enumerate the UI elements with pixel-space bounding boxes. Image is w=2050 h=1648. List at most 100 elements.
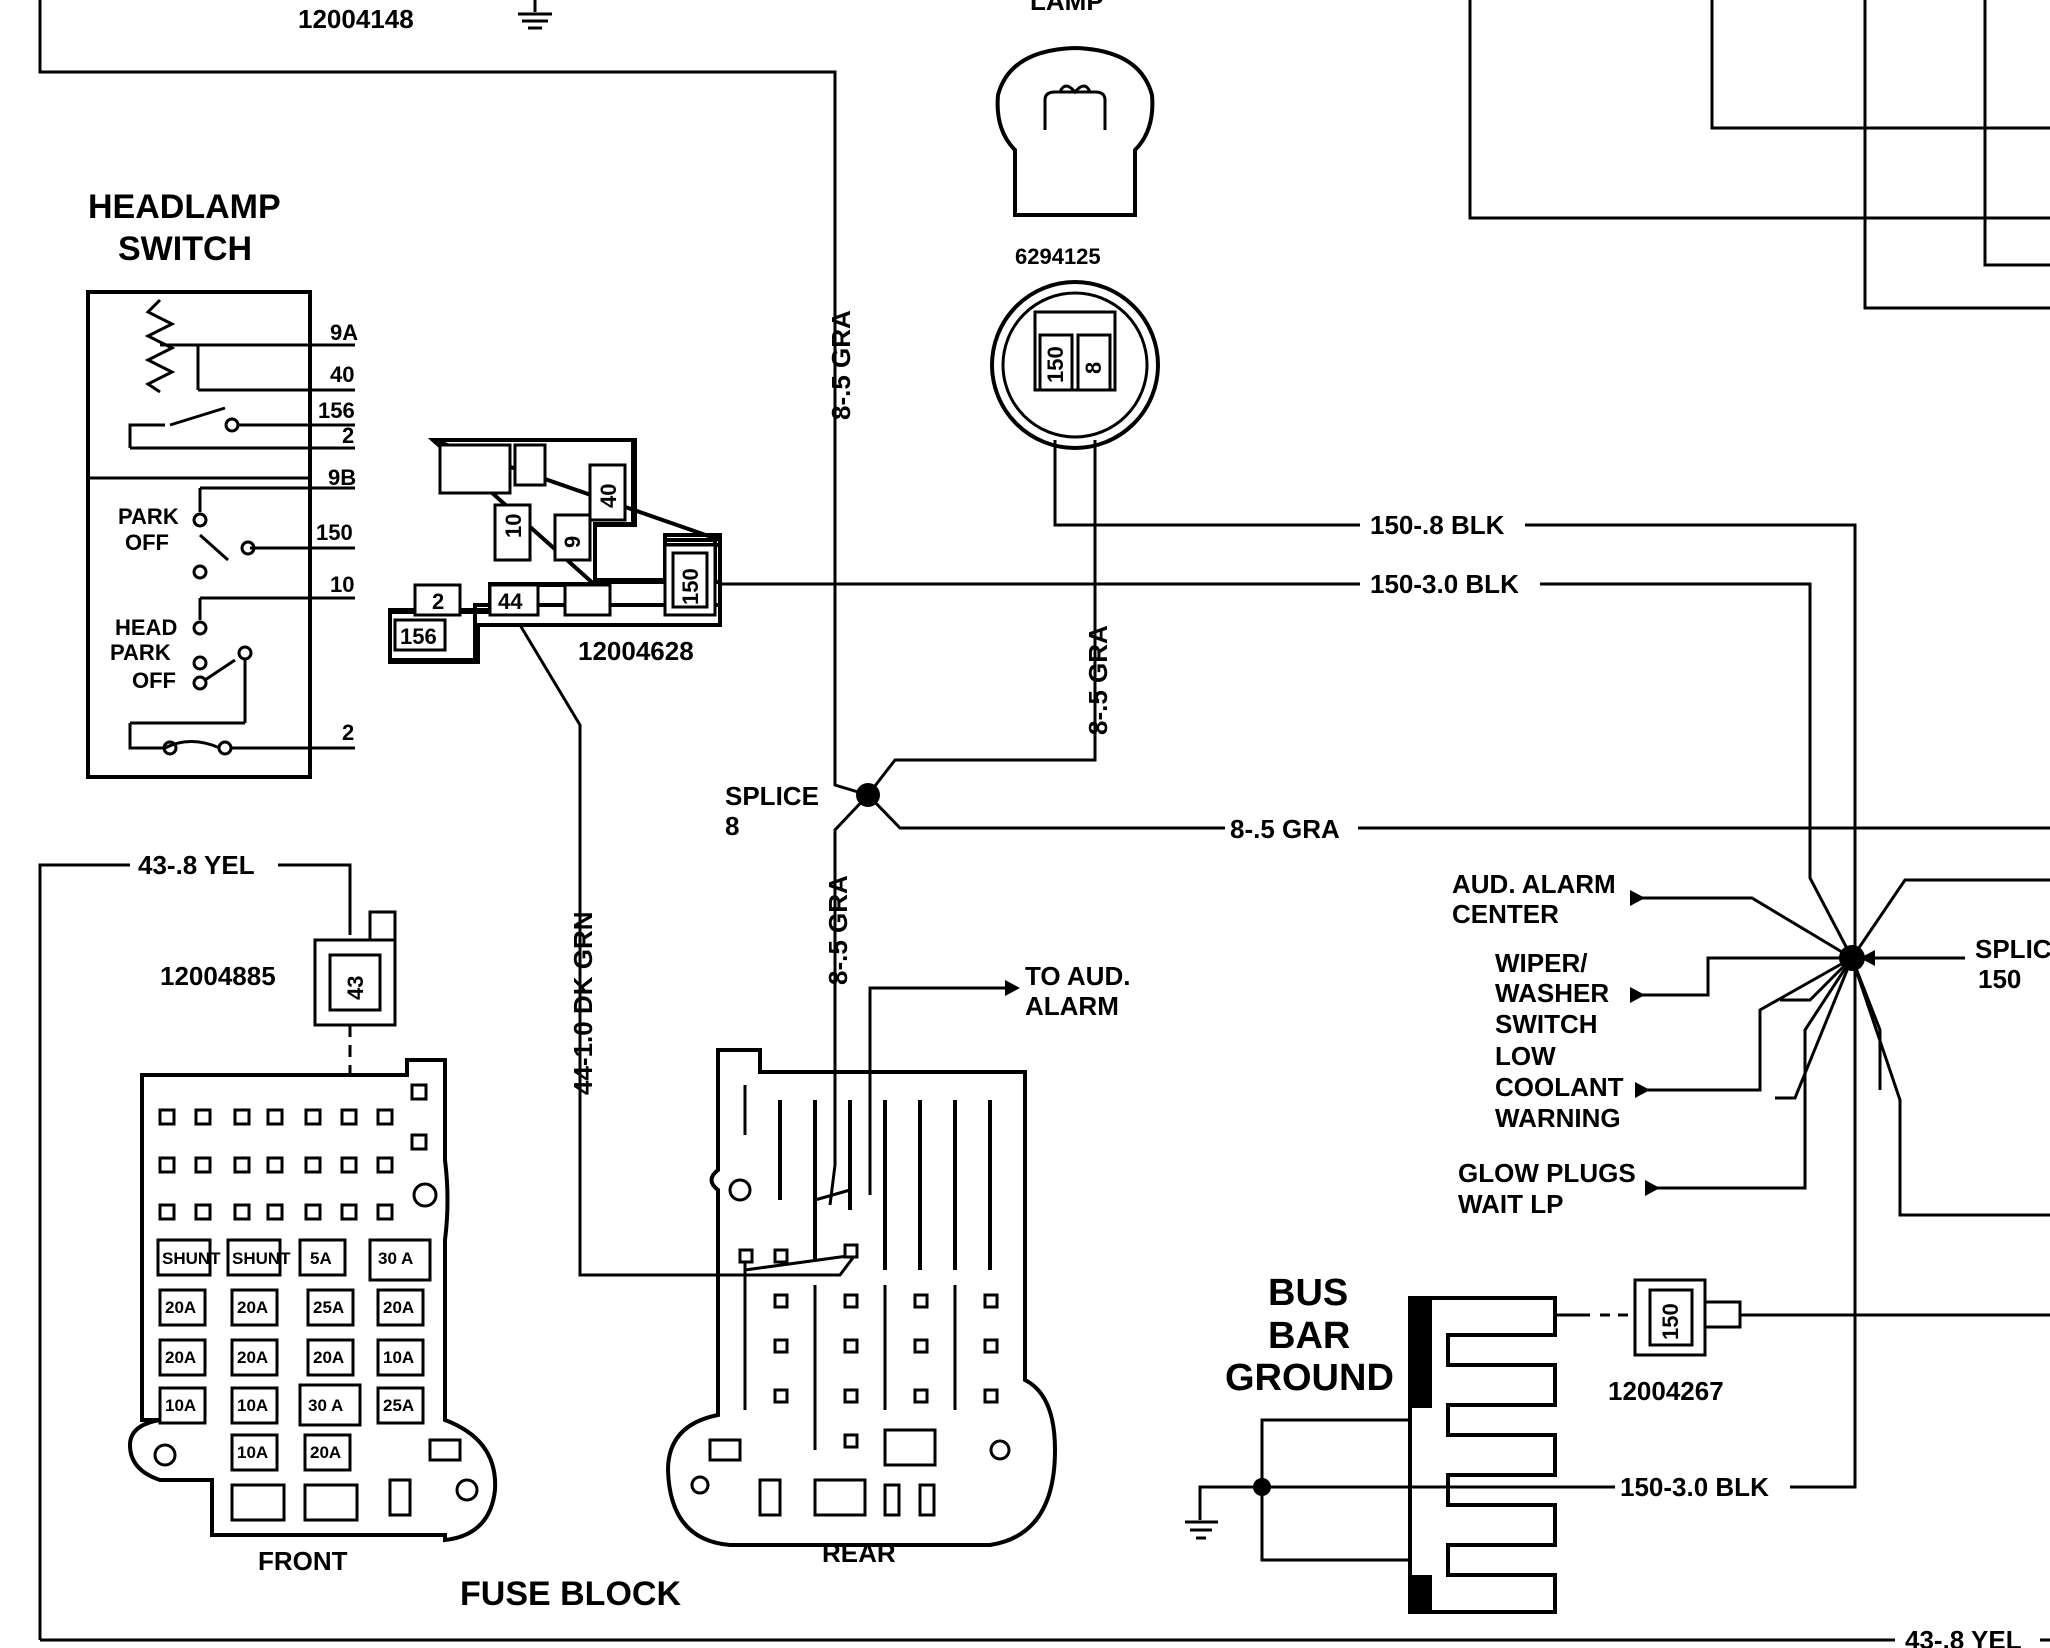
wire-8-horizontal	[866, 793, 1225, 830]
splice-150: SPLIC 150	[1775, 878, 2050, 1217]
glow-label-2: WAIT LP	[1458, 1189, 1563, 1219]
fuse-row-4: 10A 10A 30 A 25A	[158, 1383, 425, 1427]
wiper-label-1: WIPER/	[1495, 948, 1587, 978]
headlamp-switch-title-2: SWITCH	[118, 230, 252, 268]
wire-8-lamp	[866, 440, 1097, 796]
fuse-row-2: 20A 20A 25A 20A	[158, 1288, 425, 1327]
fuse-block-rear-label: REAR	[822, 1538, 896, 1568]
splice-150-label-1: SPLIC	[1975, 934, 2050, 964]
cavity-rows	[158, 1083, 428, 1221]
aud-alarm-label-2: CENTER	[1452, 899, 1559, 929]
hs-term-10: 10	[330, 572, 354, 597]
fuse-r1-1: SHUNT	[232, 1249, 291, 1268]
splice-150-label-2: 150	[1978, 964, 2021, 994]
wiper-label-2: WASHER	[1495, 978, 1609, 1008]
connector-12004885: 43 12004885	[160, 910, 397, 1027]
splice-8-label-1: SPLICE	[725, 781, 819, 811]
wire-8-down	[828, 793, 870, 1206]
lamp-title: LAMP	[1030, 0, 1104, 16]
top-ground-group: 12004148	[298, 0, 552, 34]
splice-8-label-2: 8	[725, 811, 739, 841]
fuse-r4-0: 10A	[165, 1396, 196, 1415]
hs-term-9a: 9A	[330, 320, 358, 345]
wire-label-8-lower: 8-.5 GRA	[823, 875, 853, 985]
lamp-group: LAMP 6294125 150 8	[990, 0, 1160, 450]
wire-label-8-horizontal: 8-.5 GRA	[1230, 814, 1340, 844]
lamp-socket-connector: 150 8	[990, 280, 1160, 450]
cn-cav-10: 10	[501, 514, 526, 538]
fuse-r2-3: 20A	[383, 1298, 414, 1317]
hs-label-park-2: PARK	[110, 640, 171, 665]
cn-cav-9: 9	[560, 536, 585, 548]
top-ground-part: 12004148	[298, 4, 414, 34]
fuse-r1-0: SHUNT	[162, 1249, 221, 1268]
headlamp-switch-title-1: HEADLAMP	[88, 188, 281, 226]
aud-alarm-label-1: AUD. ALARM	[1452, 869, 1616, 899]
to-aud-alarm-1: TO AUD.	[1025, 961, 1130, 991]
fuse-block-front-label: FRONT	[258, 1546, 348, 1576]
ground-symbol-icon	[518, 0, 552, 30]
cn-cav-44: 44	[498, 589, 523, 614]
wire-label-44: 44-1.0 DK GRN	[568, 912, 598, 1096]
hs-term-150: 150	[316, 520, 353, 545]
coolant-label-2: COOLANT	[1495, 1072, 1624, 1102]
wiper-label-3: SWITCH	[1495, 1009, 1598, 1039]
fuse-r1-2: 5A	[310, 1249, 332, 1268]
fuse-r2-1: 20A	[237, 1298, 268, 1317]
cn-cav-40: 40	[596, 484, 621, 508]
splice-8: SPLICE 8	[725, 781, 880, 841]
fuse-r2-2: 25A	[313, 1298, 344, 1317]
wire-label-150-08: 150-.8 BLK	[1370, 510, 1505, 540]
wire-label-150-30: 150-3.0 BLK	[1370, 569, 1519, 599]
fuse-r3-3: 10A	[383, 1348, 414, 1367]
fuse-r5-0: 10A	[237, 1443, 268, 1462]
glow-label-1: GLOW PLUGS	[1458, 1158, 1636, 1188]
hs-label-off-2: OFF	[132, 668, 176, 693]
hs-term-156: 156	[318, 398, 355, 423]
wire-label-43-top: 43-.8 YEL	[138, 850, 255, 880]
connector-150-cavity: 150	[1658, 1303, 1683, 1340]
wire-44-dk-grn	[518, 624, 857, 1277]
ground-symbol-2-icon	[1185, 1520, 1218, 1540]
wire-label-43-bottom: 43-.8 YEL	[1905, 1625, 2022, 1648]
bus-bar-label-3: GROUND	[1225, 1357, 1394, 1399]
cn-cav-156: 156	[400, 624, 437, 649]
cn-cav-2: 2	[432, 589, 444, 614]
connector-43-part: 12004885	[160, 961, 276, 991]
hs-term-2a: 2	[342, 423, 354, 448]
coolant-label-3: WARNING	[1495, 1103, 1621, 1133]
fuse-row-5: 10A 20A	[230, 1433, 359, 1522]
fuse-r3-2: 20A	[313, 1348, 344, 1367]
wire-label-8-lamp: 8-.5 GRA	[1083, 625, 1113, 735]
fuse-row-3: 20A 20A 20A 10A	[158, 1338, 425, 1377]
fuse-r3-0: 20A	[165, 1348, 196, 1367]
headlamp-switch: HEADLAMP SWITCH	[86, 188, 358, 779]
bus-bar-label-1: BUS	[1268, 1272, 1348, 1314]
fuse-block-rear: REAR	[665, 1048, 1058, 1568]
hs-term-40: 40	[330, 362, 354, 387]
fuse-r1-3: 30 A	[378, 1249, 413, 1268]
connector-12004628: 10 9 40 150 2 44 156 12004628	[388, 438, 722, 666]
lamp-bulb-icon	[995, 45, 1155, 217]
lamp-pin-b: 8	[1081, 362, 1106, 374]
connector-43-cavity: 43	[343, 976, 368, 1000]
hs-term-2b: 2	[342, 720, 354, 745]
right-labels: AUD. ALARM CENTER WIPER/ WASHER SWITCH L…	[1452, 869, 1854, 1219]
cn-cav-150: 150	[678, 568, 703, 605]
fuse-block-front: SHUNT SHUNT 5A 30 A 20A 20A 25A 20A 20A …	[127, 1058, 498, 1576]
fuse-r4-3: 25A	[383, 1396, 414, 1415]
hs-label-park-1: PARK	[118, 504, 179, 529]
wire-8-top-run	[38, 0, 869, 797]
bus-bar-label-2: BAR	[1268, 1315, 1350, 1357]
fuse-row-1: SHUNT SHUNT 5A 30 A	[156, 1238, 432, 1282]
wire-150-08	[1053, 440, 1360, 527]
bus-bar-ground: BUS BAR GROUND 150-3.0 BLK	[1185, 1272, 1769, 1614]
wire-label-8-upper: 8-.5 GRA	[826, 310, 856, 420]
lamp-part: 6294125	[1015, 244, 1101, 269]
wire-43-yel	[38, 863, 130, 1640]
coolant-label-1: LOW	[1495, 1041, 1556, 1071]
to-aud-alarm-2: ALARM	[1025, 991, 1119, 1021]
wire-label-150-30-ground: 150-3.0 BLK	[1620, 1472, 1769, 1502]
fuse-r5-1: 20A	[310, 1443, 341, 1462]
